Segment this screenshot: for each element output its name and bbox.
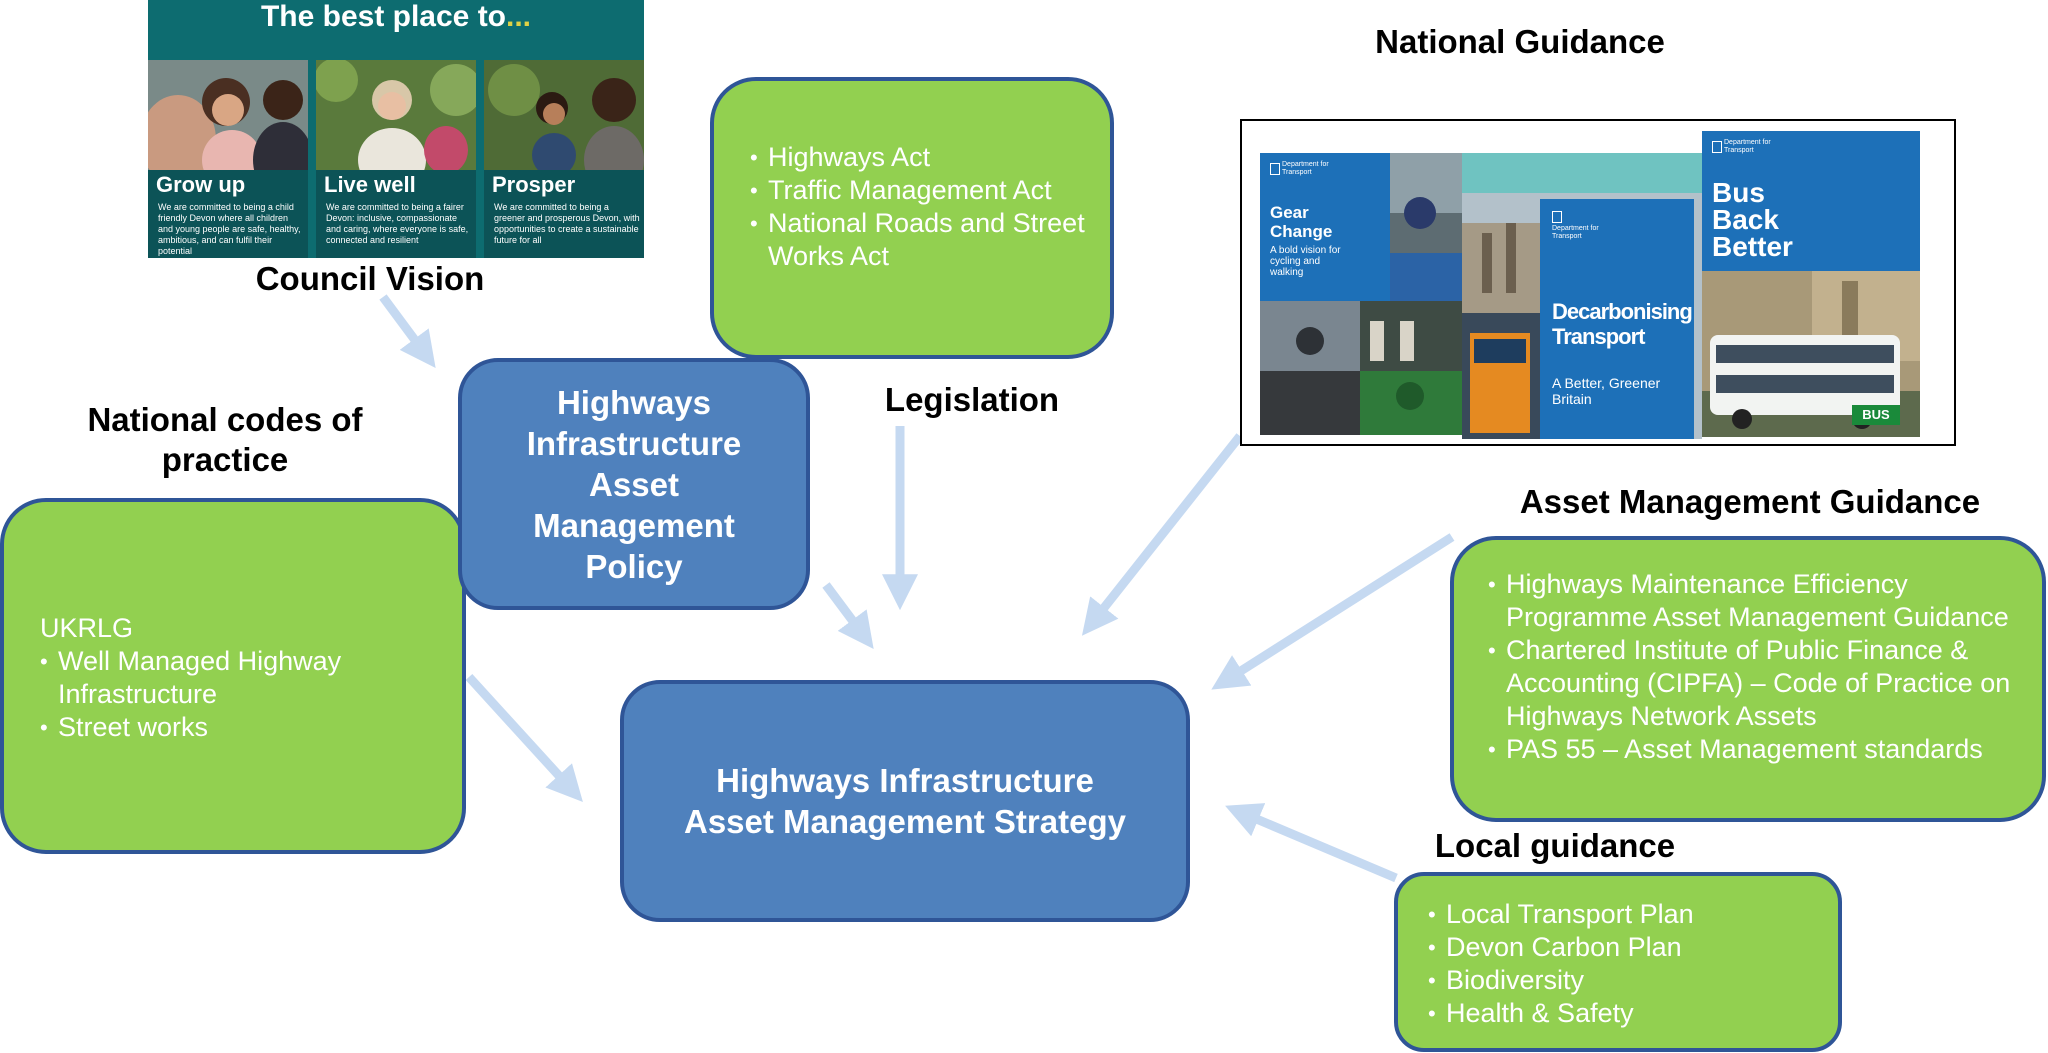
bus-back-better-dept: Department for Transport: [1724, 139, 1771, 154]
label-national-guidance: National Guidance: [1375, 23, 1665, 60]
council-vision-image: The best place to... Grow up We are comm…: [148, 0, 644, 258]
list-item: Highways Maintenance Efficiency Programm…: [1488, 568, 2028, 634]
local-guidance-list: Local Transport Plan Devon Carbon Plan B…: [1428, 898, 1828, 1030]
legislation-box: Highways Act Traffic Management Act Nati…: [710, 77, 1114, 359]
strategy-line-2: Asset Management Strategy: [684, 803, 1126, 840]
strategy-box: Highways Infrastructure Asset Management…: [620, 680, 1190, 922]
list-item: Health & Safety: [1428, 997, 1828, 1030]
vision-panel-text: We are committed to being a greener and …: [494, 202, 640, 245]
arrow-am-guidance-to-strategy: [1211, 533, 1455, 690]
vision-panel-grow-up: Grow up We are committed to being a chil…: [148, 60, 308, 258]
list-item: Biodiversity: [1428, 964, 1828, 997]
label-national-codes: National codes of practice: [87, 401, 363, 478]
gardening-photo: [484, 60, 644, 170]
asset-management-guidance-box: Highways Maintenance Efficiency Programm…: [1450, 536, 2046, 822]
vision-panel-label: Live well: [324, 172, 416, 197]
list-item: Highways Act: [750, 141, 1090, 174]
woman-garden-photo: [316, 60, 476, 170]
policy-text: Highways Infrastructure Asset Management…: [526, 383, 742, 585]
vision-panel-text: We are committed to being a child friend…: [158, 202, 301, 256]
national-guidance-image: Department for Transport Gear Change A b…: [1240, 119, 1956, 446]
arrow-local-guidance-to-strategy: [1225, 803, 1398, 883]
vision-panel-text: We are committed to being a fairer Devon…: [326, 202, 469, 245]
list-item: PAS 55 – Asset Management standards: [1488, 733, 2028, 766]
gear-change-subtitle: A bold vision for cycling and walking: [1270, 245, 1341, 278]
dft-crest-icon: [1712, 141, 1722, 153]
arrow-policy-to-strategy: [822, 582, 874, 649]
vision-title-dots: ...: [506, 0, 532, 33]
bus-back-better-title: Bus Back Better: [1712, 177, 1793, 262]
cyclist-photo: [1390, 153, 1462, 301]
codes-list: Well Managed Highway Infrastructure Stre…: [40, 645, 440, 744]
bus-photo: [1702, 271, 1920, 437]
gear-change-title: Gear Change: [1270, 203, 1333, 241]
list-item: Street works: [40, 711, 440, 744]
codes-of-practice-box: UKRLG Well Managed Highway Infrastructur…: [0, 498, 466, 854]
cycling-collage-photo: [1260, 301, 1462, 435]
strategy-line-1: Highways Infrastructure: [716, 762, 1094, 799]
list-item: Devon Carbon Plan: [1428, 931, 1828, 964]
dft-crest-icon: [1270, 163, 1280, 175]
list-item: Well Managed Highway Infrastructure: [40, 645, 440, 711]
am-guidance-list: Highways Maintenance Efficiency Programm…: [1488, 568, 2028, 766]
label-legislation: Legislation: [884, 381, 1060, 418]
list-item: Traffic Management Act: [750, 174, 1090, 207]
vision-panel-prosper: Prosper We are committed to being a gree…: [484, 60, 644, 258]
decarbonising-title: Decarbonising Transport: [1552, 299, 1693, 349]
gear-change-document: Department for Transport Gear Change A b…: [1260, 153, 1462, 435]
decarbonising-subtitle: A Better, Greener Britain: [1552, 375, 1661, 407]
policy-box: Highways Infrastructure Asset Management…: [458, 358, 810, 610]
gear-change-dept: Department for Transport: [1282, 161, 1329, 176]
decarbonising-transport-document: Department for Transport Decarbonising T…: [1462, 153, 1702, 439]
vision-panel-label: Grow up: [156, 172, 246, 197]
arrow-national-guidance-to-strategy: [1081, 433, 1244, 636]
label-council-vision: Council Vision: [255, 260, 485, 297]
bus-badge: BUS: [1862, 407, 1890, 422]
arrow-vision-to-policy: [379, 294, 436, 369]
list-item: Local Transport Plan: [1428, 898, 1828, 931]
list-item: Chartered Institute of Public Finance & …: [1488, 634, 2028, 733]
dft-crest-icon: [1552, 211, 1562, 223]
decarbonising-dept: Department for Transport: [1552, 225, 1599, 240]
bus-back-better-document: Department for Transport Bus Back Better…: [1702, 131, 1920, 437]
vision-title: The best place to: [260, 0, 507, 33]
vision-panel-live-well: Live well We are committed to being a fa…: [316, 60, 476, 258]
local-guidance-box: Local Transport Plan Devon Carbon Plan B…: [1394, 872, 1842, 1052]
label-asset-management-guidance: Asset Management Guidance: [1519, 483, 1981, 520]
list-item: National Roads and Street Works Act: [750, 207, 1090, 273]
family-photo: [148, 60, 308, 170]
label-local-guidance: Local guidance: [1434, 827, 1676, 864]
arrow-codes-to-strategy: [465, 673, 583, 802]
codes-heading: UKRLG: [40, 613, 134, 643]
vision-panel-label: Prosper: [492, 172, 576, 197]
legislation-list: Highways Act Traffic Management Act Nati…: [750, 141, 1090, 273]
